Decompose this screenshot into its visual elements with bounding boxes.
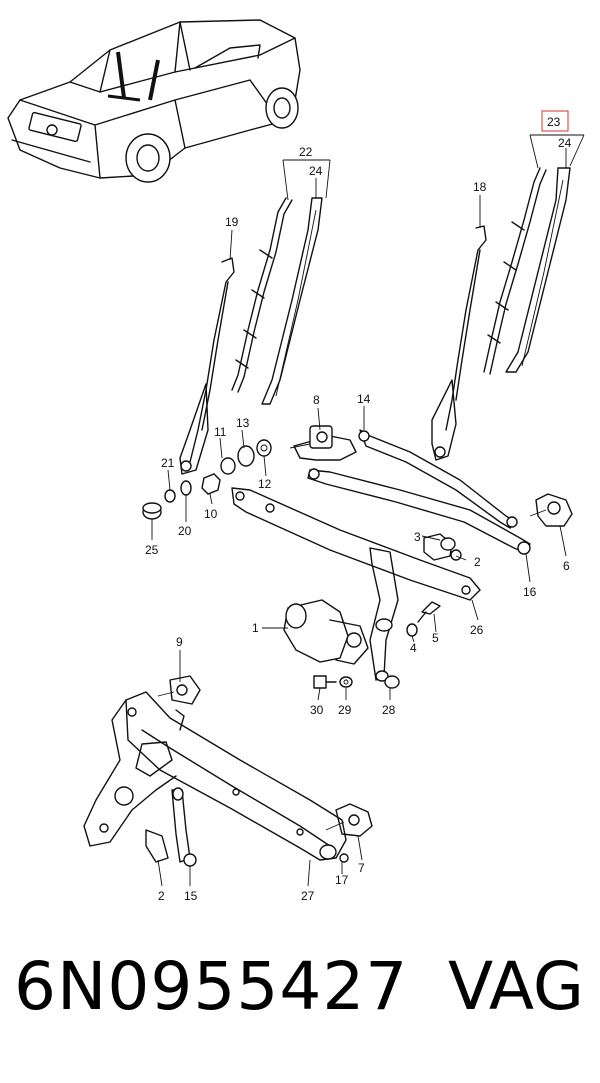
callout-29: 29 <box>338 703 352 717</box>
callout-15: 15 <box>184 889 198 903</box>
callout-11: 11 <box>214 425 227 439</box>
car-illustration <box>7 19 301 183</box>
wiper-motor <box>283 547 441 689</box>
callout-22: 22 <box>299 145 313 159</box>
callout-28: 28 <box>382 703 396 717</box>
callout-16: 16 <box>523 585 537 599</box>
callout-labels: 22 24 23 24 19 18 8 14 11 13 21 12 10 20… <box>145 115 572 903</box>
callout-3: 3 <box>414 530 421 544</box>
callout-7: 7 <box>358 861 365 875</box>
callout-17: 17 <box>335 873 349 887</box>
callout-27: 27 <box>301 889 315 903</box>
left-wiper-arm <box>179 257 235 475</box>
callout-13: 13 <box>236 416 250 430</box>
callout-10: 10 <box>204 507 218 521</box>
linkage-upper <box>231 425 573 601</box>
callout-24: 24 <box>309 164 323 178</box>
callout-18: 18 <box>473 180 487 194</box>
callout-2: 2 <box>474 555 481 569</box>
callout-25: 25 <box>145 543 159 557</box>
right-wiper-blade <box>483 167 571 375</box>
left-wiper-blade <box>231 197 323 405</box>
callout-2: 2 <box>158 889 165 903</box>
callout-8: 8 <box>313 393 320 407</box>
callout-6: 6 <box>563 559 570 573</box>
callout-19: 19 <box>225 215 239 229</box>
leader-lines <box>151 134 585 887</box>
brand-name: VAG <box>447 948 584 1025</box>
callout-9: 9 <box>176 635 183 649</box>
right-wiper-arm <box>431 225 487 461</box>
caption-bar: 6N0955427 VAG <box>0 948 600 1058</box>
callout-26: 26 <box>470 623 484 637</box>
callout-14: 14 <box>357 392 371 406</box>
callout-23: 23 <box>547 115 561 129</box>
callout-12: 12 <box>258 477 272 491</box>
callout-21: 21 <box>161 456 175 470</box>
callout-1: 1 <box>252 621 259 635</box>
callout-5: 5 <box>432 631 439 645</box>
callout-20: 20 <box>178 524 192 538</box>
highlight-box-23 <box>541 110 569 132</box>
callout-30: 30 <box>310 703 324 717</box>
lower-frame <box>83 675 373 867</box>
callout-4: 4 <box>410 641 417 655</box>
part-number: 6N0955427 <box>14 948 409 1025</box>
callout-24: 24 <box>558 136 572 150</box>
